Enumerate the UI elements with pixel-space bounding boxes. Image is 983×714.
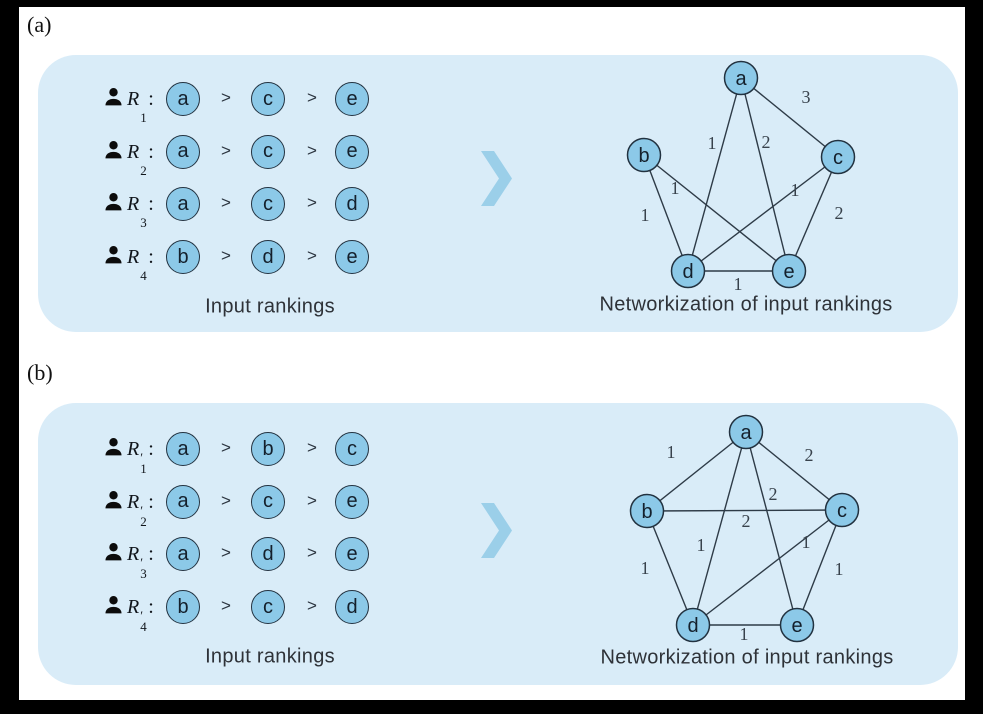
voter-label: R′4: xyxy=(127,596,154,635)
ranking-item-circle: b xyxy=(166,590,200,625)
ranking-item-circle: c xyxy=(251,590,285,625)
ranking-separator: > xyxy=(221,438,231,457)
ranking-separator: > xyxy=(307,140,317,160)
input-rankings-caption-b: Input rankings xyxy=(205,645,335,668)
person-icon xyxy=(103,490,124,511)
ranking-item-circle: a xyxy=(166,134,200,169)
ranking-separator: > xyxy=(221,596,231,616)
ranking-separator: > xyxy=(221,246,231,266)
person-icon xyxy=(103,542,124,563)
ranking-item-circle: a xyxy=(166,82,200,116)
ranking-separator: > xyxy=(307,490,317,510)
ranking-item-circle: c xyxy=(335,432,369,466)
person-icon xyxy=(103,245,124,266)
ranking-separator: > xyxy=(307,193,317,213)
ranking-separator: > xyxy=(307,438,317,457)
panel-a-label: (a) xyxy=(27,12,52,37)
person-icon xyxy=(103,595,124,616)
ranking-item-circle: a xyxy=(166,187,200,222)
person-icon xyxy=(103,192,124,213)
ranking-item-circle: c xyxy=(251,82,285,116)
panel-b-label: (b) xyxy=(27,360,53,385)
ranking-item-circle: b xyxy=(166,240,200,275)
networkization-caption-b: Networkization of input rankings xyxy=(600,646,894,669)
person-icon xyxy=(103,140,124,161)
ranking-item-circle: e xyxy=(335,537,369,572)
ranking-item-circle: d xyxy=(251,537,285,572)
ranking-item-circle: a xyxy=(166,432,200,466)
ranking-item-circle: d xyxy=(335,187,369,222)
networkization-caption-a: Networkization of input rankings xyxy=(599,293,893,316)
ranking-separator: > xyxy=(221,88,231,107)
ranking-item-circle: d xyxy=(251,240,285,275)
ranking-item-circle: e xyxy=(335,82,369,116)
ranking-separator: > xyxy=(221,193,231,213)
ranking-item-circle: c xyxy=(251,484,285,519)
voter-label: R′2: xyxy=(127,490,154,529)
ranking-separator: > xyxy=(221,490,231,510)
ranking-item-circle: a xyxy=(166,484,200,519)
input-rankings-caption-a: Input rankings xyxy=(205,295,335,318)
ranking-separator: > xyxy=(221,543,231,563)
ranking-separator: > xyxy=(307,246,317,266)
ranking-item-circle: e xyxy=(335,240,369,275)
ranking-item-circle: c xyxy=(251,134,285,169)
ranking-item-circle: a xyxy=(166,537,200,572)
ranking-separator: > xyxy=(221,140,231,160)
ranking-item-circle: e xyxy=(335,134,369,169)
ranking-item-circle: d xyxy=(335,590,369,625)
ranking-separator: > xyxy=(307,596,317,616)
ranking-separator: > xyxy=(307,88,317,107)
ranking-separator: > xyxy=(307,543,317,563)
voter-label: R′3: xyxy=(127,543,154,582)
person-icon xyxy=(103,437,124,458)
ranking-item-circle: b xyxy=(251,432,285,466)
person-icon xyxy=(103,87,124,108)
voter-label: R′1: xyxy=(127,438,154,476)
ranking-item-circle: c xyxy=(251,187,285,222)
ranking-item-circle: e xyxy=(335,484,369,519)
